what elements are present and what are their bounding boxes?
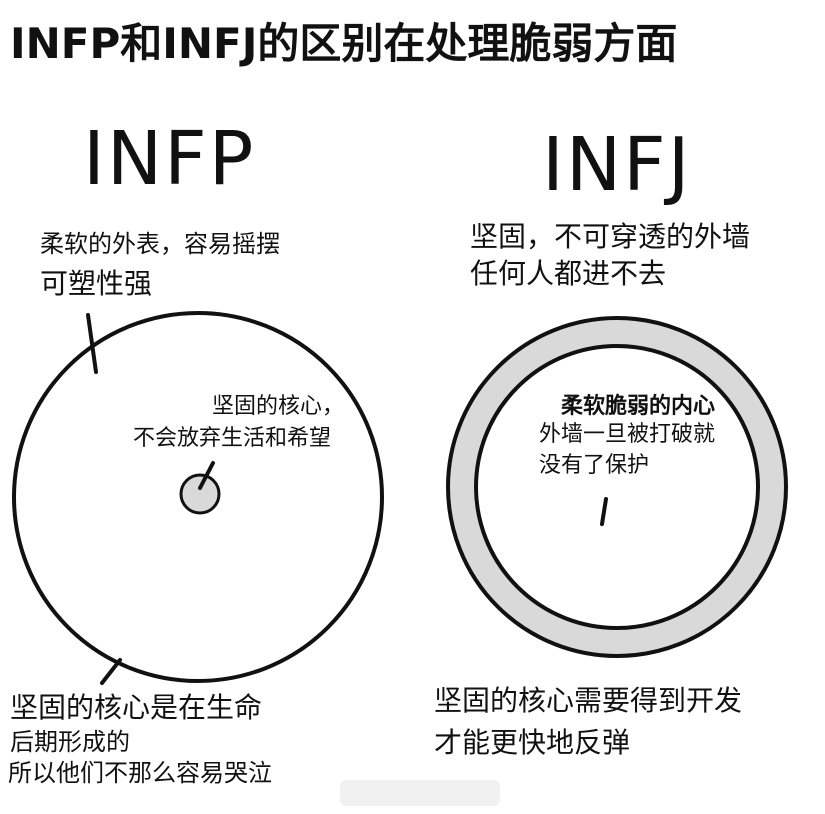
infj-inner-label-line3: 没有了保护 [539,453,650,478]
infj-inner-label-line1: 柔软脆弱的内心 [561,394,716,419]
infj-heading: INFJ [542,122,692,208]
infp-outer-label-line1: 柔软的外表，容易摇摆 [40,230,280,258]
infj-wall-label-line2: 任何人都进不去 [470,257,667,290]
infj-wall-ring [448,318,786,656]
infp-bottom-pointer [100,658,122,685]
infp-core-circle [179,473,221,515]
infj-inner-pointer [600,497,608,526]
infp-bottom-line1: 坚固的核心是在生命 [10,691,263,724]
infp-bottom-line2: 后期形成的 [10,728,130,756]
infp-outer-circle [12,311,384,683]
infj-wall-outer-edge [446,316,788,658]
infj-inner-label-line2: 外墙一旦被打破就 [539,422,716,447]
infp-core-label-line1: 坚固的核心， [212,394,345,419]
page-title: INFP和INFJ的区别在处理脆弱方面 [10,19,678,68]
infp-core-pointer [198,461,215,490]
infj-bottom-line2: 才能更快地反弹 [434,726,631,759]
infp-bottom-line3: 所以他们不那么容易哭泣 [8,759,272,787]
infp-heading: INFP [83,116,256,202]
blurred-watermark [340,780,500,806]
infj-wall-label-line1: 坚固，不可穿透的外墙 [470,220,751,253]
infp-outer-pointer [86,313,98,374]
infp-outer-label-line2: 可塑性强 [40,267,153,300]
infp-core-label-line2: 不会放弃生活和希望 [133,426,332,451]
infj-bottom-line1: 坚固的核心需要得到开发 [434,684,743,717]
infj-wall-inner-edge [474,344,760,630]
